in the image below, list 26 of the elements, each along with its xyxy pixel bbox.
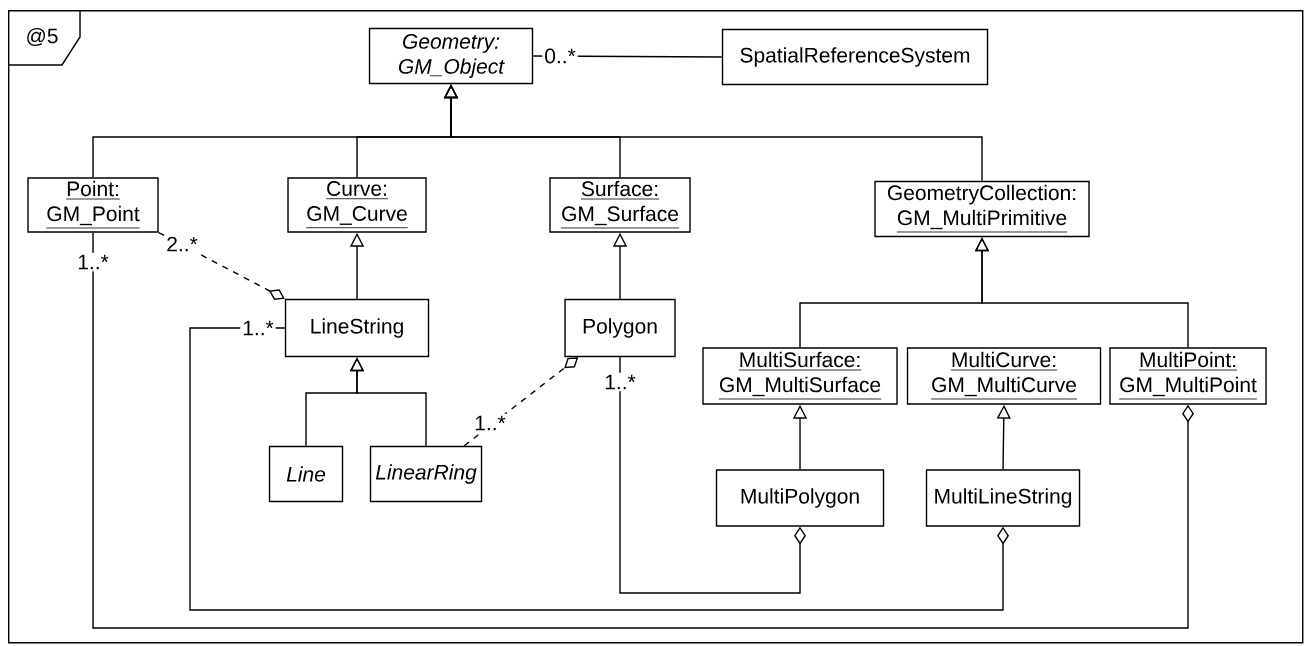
class-box: Geometry: GM_Object [368, 27, 534, 85]
aggregation-line [92, 232, 1194, 629]
aggregation-line [189, 327, 1009, 611]
multiplicity-label: 2..* [164, 234, 200, 254]
aggregation-line [619, 356, 806, 594]
multiplicity-label: 1..* [472, 413, 508, 433]
multiplicity-label: 1..* [602, 372, 638, 392]
multiplicity-label: 1..* [240, 318, 276, 338]
class-box: MultiPoint: GM_MultiPoint [1109, 347, 1267, 405]
aggregation-line [158, 232, 285, 300]
class-box: GeometryCollection: GM_MultiPrimitive [874, 180, 1090, 238]
class-box: Polygon [564, 298, 676, 358]
class-box: MultiPolygon [715, 469, 885, 527]
class-box: SpatialReferenceSystem [721, 28, 989, 86]
multiplicity-label: 0..* [542, 46, 578, 66]
aggregation-line [463, 357, 579, 447]
class-box: Line [268, 445, 344, 503]
class-box: MultiSurface: GM_MultiSurface [702, 347, 898, 405]
class-box: Point: GM_Point [27, 177, 159, 233]
class-box: MultiLineString [925, 469, 1081, 527]
class-box: Curve: GM_Curve [287, 177, 427, 233]
class-box: LinearRing [369, 445, 483, 503]
class-box: MultiCurve: GM_MultiCurve [906, 347, 1102, 405]
class-box: Surface: GM_Surface [549, 177, 691, 233]
multiplicity-label: 1..* [75, 252, 111, 272]
class-box: LineString [284, 298, 430, 358]
